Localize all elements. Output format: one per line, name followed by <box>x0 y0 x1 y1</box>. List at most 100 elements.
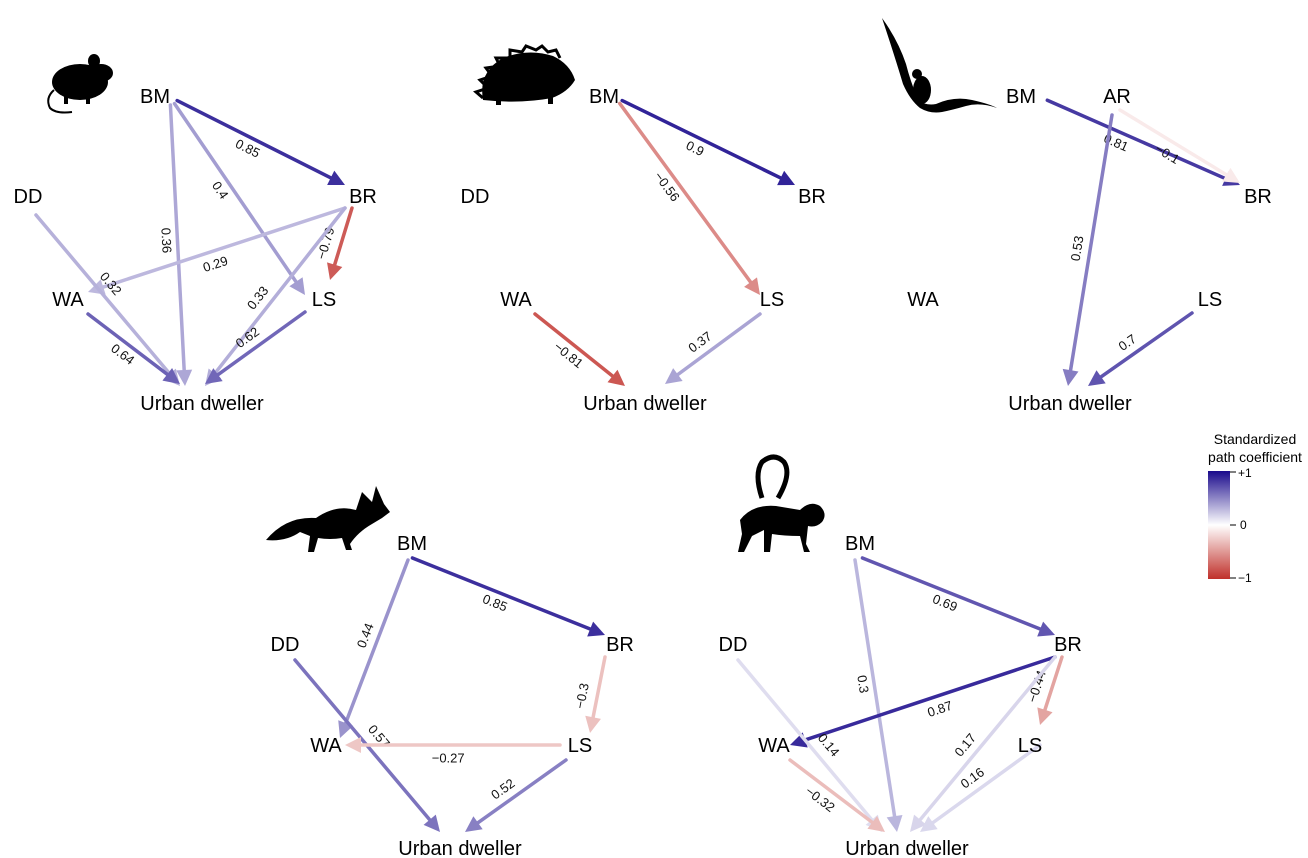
node-wa: WA <box>500 289 532 311</box>
arrowhead-ls-to-ud <box>465 816 483 832</box>
node-ls: LS <box>1018 735 1042 757</box>
arrowhead-bm-to-br <box>587 621 605 637</box>
arrowhead-ls-to-ud <box>205 368 223 384</box>
path-edge-bm-to-br <box>1045 98 1228 181</box>
node-bm: BM <box>1006 86 1036 108</box>
arrowhead-wa-to-ud <box>867 815 885 832</box>
arrowhead-br-to-ls <box>585 715 601 733</box>
edge-coefficient-label: −0.81 <box>551 339 586 371</box>
node-ls: LS <box>568 735 592 757</box>
arrowhead-bm-to-ud <box>886 814 903 832</box>
path-edge-dd-to-ud <box>34 213 172 376</box>
path-edge-ar-to-br <box>1118 108 1229 177</box>
node-bm: BM <box>140 86 170 108</box>
node-ls: LS <box>760 289 784 311</box>
node-ls: LS <box>312 289 336 311</box>
arrowhead-br-to-ud <box>910 814 927 832</box>
edge-coefficient-label: 0.44 <box>354 621 377 650</box>
node-dd: DD <box>271 634 300 656</box>
legend-tick-min: −1 <box>1238 571 1252 585</box>
path-edge-wa-to-ud <box>86 312 170 377</box>
arrowhead-ls-to-ud <box>1088 370 1106 386</box>
path-edge-ls-to-ud <box>476 758 568 825</box>
arrowhead-ar-to-ud <box>1062 368 1079 386</box>
path-edge-bm-to-ls <box>172 101 298 284</box>
node-br: BR <box>1054 634 1082 656</box>
path-edge-dd-to-ud <box>736 658 874 822</box>
legend-tick-mid: 0 <box>1240 518 1247 532</box>
path-edge-br-to-ud <box>918 655 1057 822</box>
path-edge-br-to-wa <box>803 655 1057 742</box>
arrowhead-wa-to-ud <box>162 367 180 384</box>
edge-coefficient-label: 0.87 <box>925 698 954 720</box>
edge-coefficient-label: −0.56 <box>651 169 683 204</box>
path-edge-ls-to-ud <box>1099 311 1194 379</box>
node-bm: BM <box>589 86 619 108</box>
node-bm: BM <box>397 533 427 555</box>
arrowhead-bm-to-br <box>777 170 795 186</box>
path-edge-br-to-ud <box>213 206 347 376</box>
arrowhead-bm-to-br <box>327 170 345 185</box>
node-br: BR <box>606 634 634 656</box>
node-ar: AR <box>1103 86 1131 108</box>
path-edge-ls-to-ud <box>676 312 762 377</box>
legend-title-line2: path coefficient <box>1208 449 1302 465</box>
edge-coefficient-label: −0.27 <box>432 750 465 765</box>
arrowhead-wa-to-ud <box>607 369 625 386</box>
path-edge-bm-to-wa <box>343 558 410 725</box>
edge-coefficient-label: 0.36 <box>158 227 174 253</box>
legend-colorbar <box>1208 471 1230 579</box>
edge-coefficient-label: −0.32 <box>803 783 838 815</box>
node-wa: WA <box>758 735 790 757</box>
path-edge-bm-to-br <box>175 98 333 180</box>
node-br: BR <box>798 186 826 208</box>
arrowhead-bm-to-ls <box>289 277 305 295</box>
edge-coefficient-label: 0.53 <box>1068 235 1087 262</box>
edge-coefficient-label: −0.44 <box>1024 668 1048 704</box>
edge-coefficient-label: 0.7 <box>1116 331 1139 354</box>
nodes-layer: BM BR DD WA LS Urban dweller BM BR DD WA… <box>14 86 1272 858</box>
edge-coefficient-label: 0.9 <box>684 138 707 159</box>
path-edge-ar-to-ud <box>1068 113 1114 372</box>
node-dd: DD <box>14 186 43 208</box>
path-edge-bm-to-ud <box>168 103 186 372</box>
path-edge-bm-to-ls <box>617 101 753 284</box>
arrowhead-bm-to-ls <box>744 277 760 295</box>
path-edge-br-to-ls <box>332 206 354 267</box>
fox-icon <box>266 486 390 552</box>
bat-icon <box>882 18 997 113</box>
edge-coefficient-label: 0.3 <box>854 674 872 694</box>
node-urban-dweller: Urban dweller <box>398 838 522 858</box>
hedgehog-icon <box>473 44 575 105</box>
path-edge-bm-to-br <box>410 556 592 631</box>
path-edge-br-to-wa <box>101 206 347 289</box>
node-urban-dweller: Urban dweller <box>845 838 969 858</box>
node-urban-dweller: Urban dweller <box>140 393 264 415</box>
path-edge-ls-to-ud <box>216 310 307 377</box>
node-ls: LS <box>1198 289 1222 311</box>
color-legend: Standardized path coefficient +1 0 −1 <box>1208 431 1302 585</box>
path-edge-dd-to-ud <box>293 658 432 822</box>
arrowhead-ls-to-ud <box>920 816 938 832</box>
node-wa: WA <box>907 289 939 311</box>
arrowhead-ar-to-br <box>1222 167 1240 183</box>
node-br: BR <box>349 186 377 208</box>
path-edge-br-to-ls <box>591 655 607 720</box>
node-urban-dweller: Urban dweller <box>1008 393 1132 415</box>
edge-coefficient-label: −0.3 <box>572 682 592 710</box>
legend-tick-max: +1 <box>1238 466 1252 480</box>
legend-title-line1: Standardized <box>1214 431 1297 447</box>
arrowhead-br-to-ls <box>327 262 343 280</box>
arrowhead-br-to-ls <box>1037 707 1053 725</box>
node-urban-dweller: Urban dweller <box>583 393 707 415</box>
path-edge-wa-to-ud <box>788 758 874 825</box>
path-edge-bm-to-ud <box>853 558 897 818</box>
node-bm: BM <box>845 533 875 555</box>
path-edge-bm-to-br <box>860 556 1042 631</box>
arrowhead-bm-to-ud <box>176 369 193 386</box>
edges-layer: 0.850.40.360.29−0.790.330.320.640.620.9−… <box>34 98 1240 832</box>
arrowhead-ls-to-ud <box>665 368 683 384</box>
edge-coefficient-label: 0.29 <box>201 253 230 275</box>
edge-coefficient-label: 0.64 <box>108 341 137 368</box>
